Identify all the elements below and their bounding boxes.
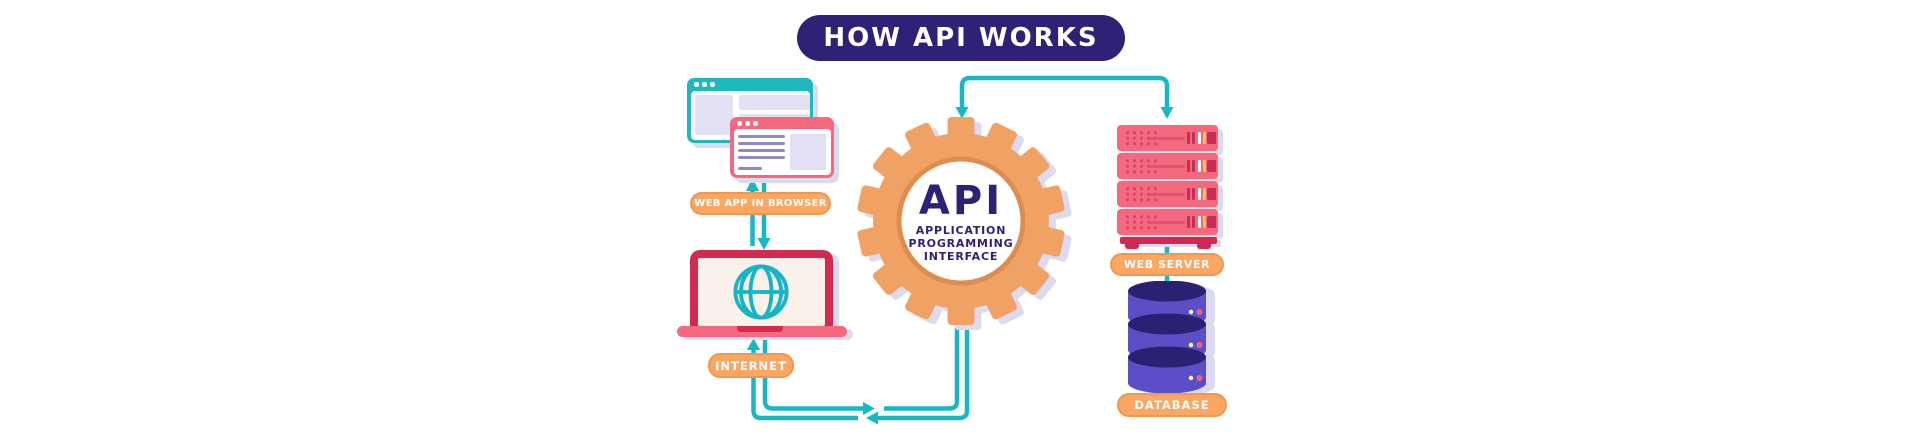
server-slot: [1148, 220, 1185, 224]
arrow-up-into-laptop-icon: [747, 338, 760, 350]
content-block: [694, 95, 733, 135]
text-line: [737, 156, 785, 159]
server-stripe: [1202, 160, 1206, 172]
database-disk: [1128, 346, 1206, 394]
laptop-base: [677, 326, 847, 337]
arrow-right-mid-icon: [863, 402, 875, 415]
arrow-down-into-gear-icon: [955, 107, 969, 119]
web-app-label: WEB APP IN BROWSER: [690, 192, 831, 215]
browser-window-front-icon: [730, 117, 834, 178]
server-stripe: [1192, 216, 1195, 228]
server-unit-icon: [1117, 153, 1218, 179]
api-acronym: API: [919, 178, 1003, 224]
server-stripe: [1192, 188, 1195, 200]
web-app-label-text: WEB APP IN BROWSER: [694, 198, 827, 209]
content-block: [738, 95, 810, 110]
server-port: [1207, 216, 1216, 228]
server-port: [1207, 132, 1216, 144]
window-buttons-icon: [737, 121, 758, 126]
flow-line-mid-to-gear: [884, 328, 960, 411]
server-stripe: [1187, 216, 1190, 228]
database-label: DATABASE: [1117, 393, 1227, 417]
server-unit-icon: [1117, 181, 1218, 207]
flow-line-gear-to-mid: [878, 328, 970, 421]
browser-front-body: [733, 129, 831, 175]
arrow-up-into-browser-icon: [746, 178, 759, 191]
api-sub-line1: APPLICATION: [916, 224, 1006, 237]
server-stripe: [1202, 132, 1206, 144]
server-dots: [1124, 186, 1158, 203]
server-stripe: [1202, 188, 1206, 200]
web-server-label: WEB SERVER: [1110, 253, 1224, 276]
server-dots: [1124, 158, 1158, 175]
content-block: [789, 134, 826, 170]
laptop-notch: [737, 326, 783, 332]
text-line: [737, 142, 785, 145]
flow-line-gear-server: [959, 75, 1170, 108]
gear-inner-circle: [896, 156, 1026, 286]
web-server-label-text: WEB SERVER: [1123, 258, 1211, 271]
server-stripe: [1197, 188, 1201, 200]
server-stripe: [1197, 216, 1201, 228]
server-stripe: [1187, 188, 1190, 200]
server-slot: [1148, 164, 1185, 168]
internet-label: INTERNET: [708, 353, 794, 378]
laptop-icon: [690, 250, 833, 326]
server-dots: [1124, 130, 1158, 147]
page-title: HOW API WORKS: [823, 23, 1099, 53]
text-line: [737, 135, 785, 138]
flow-line-mid-to-laptop: [751, 346, 858, 421]
server-stripe: [1187, 160, 1190, 172]
server-unit-icon: [1117, 125, 1218, 151]
server-stripe: [1202, 216, 1206, 228]
server-port: [1207, 160, 1216, 172]
server-stripe: [1197, 132, 1201, 144]
server-stripe: [1197, 160, 1201, 172]
text-line: [737, 149, 785, 152]
api-sub-line3: INTERFACE: [924, 250, 998, 263]
api-sub-line2: PROGRAMMING: [909, 237, 1014, 250]
server-unit-icon: [1117, 209, 1218, 235]
flow-line-laptop-to-mid: [762, 337, 863, 411]
internet-label-text: INTERNET: [715, 358, 787, 373]
arrow-down-into-server-icon: [1160, 107, 1174, 119]
database-label-text: DATABASE: [1134, 398, 1210, 412]
window-buttons-icon: [694, 82, 715, 87]
server-foot: [1125, 243, 1139, 249]
database-icon: [1128, 281, 1215, 397]
server-slot: [1148, 136, 1185, 140]
laptop-screen: [698, 258, 825, 326]
arrow-left-mid-icon: [866, 411, 878, 425]
arrow-down-into-laptop-icon: [757, 238, 771, 250]
server-stripe: [1192, 132, 1195, 144]
text-line: [737, 167, 762, 170]
server-slot: [1148, 192, 1185, 196]
server-stripe: [1187, 132, 1190, 144]
server-dots: [1124, 214, 1158, 231]
server-stripe: [1192, 160, 1195, 172]
server-foot: [1197, 243, 1211, 249]
globe-icon: [733, 264, 789, 320]
title-banner: HOW API WORKS: [797, 15, 1125, 61]
server-base: [1120, 237, 1217, 244]
api-gear-icon: API APPLICATION PROGRAMMING INTERFACE: [856, 117, 1073, 330]
server-port: [1207, 188, 1216, 200]
